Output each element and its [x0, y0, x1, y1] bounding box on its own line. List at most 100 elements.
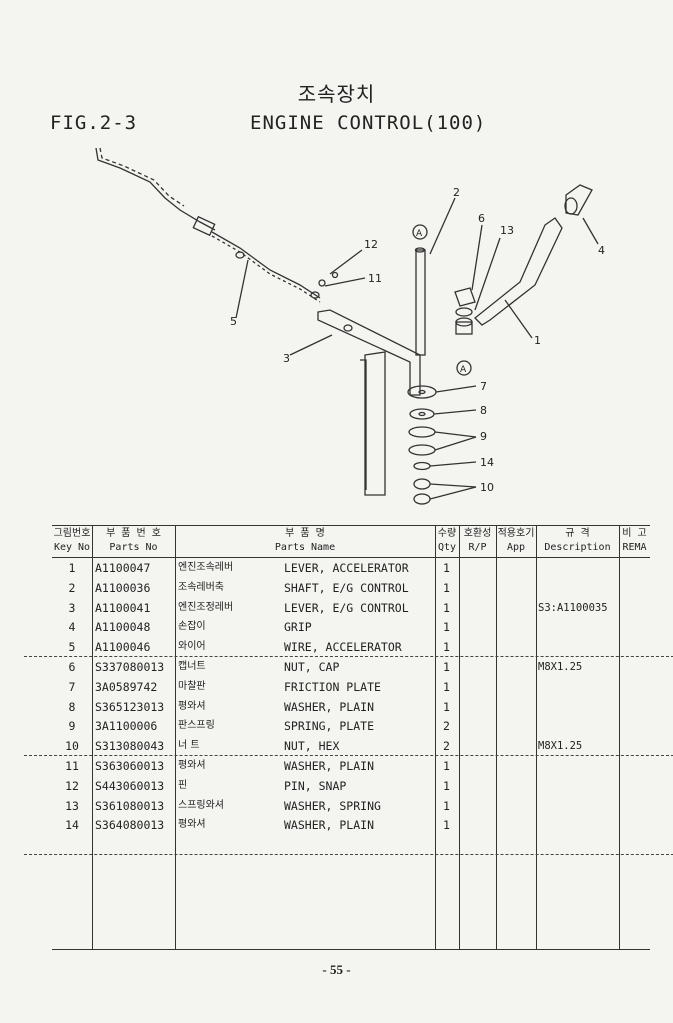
cell-qty: 1 [443, 600, 450, 615]
cell-key: 14 [65, 818, 79, 833]
cell-name: NUT, HEX [284, 739, 340, 754]
page-title: ENGINE CONTROL(100) [250, 112, 487, 134]
cell-name: SHAFT, E/G CONTROL [284, 580, 409, 595]
cell-key: 4 [68, 620, 76, 635]
cell-part-no: A1100041 [95, 600, 151, 615]
reference-a-top-label: A [416, 229, 423, 239]
control-shaft [415, 249, 426, 356]
cell-qty: 1 [443, 759, 450, 773]
cell-name: WIRE, ACCELERATOR [284, 640, 402, 655]
cell-qty: 2 [443, 739, 450, 754]
accelerator-wire-rod [95, 147, 216, 231]
cell-key: 5 [68, 640, 76, 655]
cell-part-no: A1100047 [95, 561, 151, 575]
cell-name: FRICTION PLATE [284, 679, 381, 694]
cell-key: 2 [68, 580, 76, 595]
table-row: 3 A1100041 엔진조정레버 LEVER, E/G CONTROL 1 S3:A11… [52, 598, 650, 618]
cell-key: 9 [68, 719, 76, 734]
cell-key: 7 [68, 679, 76, 694]
cell-part-no: S337080013 [95, 660, 165, 674]
cell-qty: 1 [443, 778, 450, 793]
plate-spring-2 [408, 444, 436, 456]
cell-kor: 손잡이 [178, 621, 206, 633]
cell-kor: 평와셔 [178, 700, 206, 712]
figure-label: FIG.2-3 [50, 112, 138, 134]
cell-kor: 조속레버축 [178, 581, 224, 593]
cell-qty: 1 [443, 620, 450, 635]
cell-name: WASHER, SPRING [284, 798, 381, 813]
reference-a-top [412, 224, 428, 240]
cell-part-no: S365123013 [95, 699, 165, 714]
cell-qty: 1 [443, 798, 450, 813]
hex-nut-2 [413, 493, 431, 505]
table-row: 2 A1100036 조속레버축 SHAFT, E/G CONTROL 1 [52, 578, 650, 598]
cell-part-no: 3A0589742 [95, 679, 158, 694]
cell-part-no: S363060013 [95, 759, 165, 773]
cell-key: 12 [65, 778, 79, 793]
cell-name: LEVER, E/G CONTROL [284, 600, 409, 615]
cell-qty: 1 [443, 580, 450, 595]
cell-key: 3 [68, 600, 76, 615]
control-lever-plate [317, 309, 421, 396]
cell-kor: 판스프링 [178, 720, 215, 732]
cell-kor: 스프링와셔 [178, 799, 224, 811]
callout-13: 13 [500, 224, 514, 237]
callout-12: 12 [364, 238, 378, 251]
cell-qty: 2 [443, 719, 450, 734]
cell-kor: 엔진조속레버 [178, 562, 234, 573]
cell-desc: M8X1.25 [538, 740, 583, 753]
cell-qty: 1 [443, 561, 450, 575]
cell-kor: 평와셔 [178, 760, 206, 771]
hex-nut-1 [413, 478, 431, 490]
cell-key: 11 [65, 759, 79, 773]
cell-part-no: S313080043 [95, 739, 165, 754]
callout-2: 2 [453, 186, 460, 199]
cell-name: SPRING, PLATE [284, 719, 375, 734]
cell-part-no: A1100036 [95, 580, 151, 595]
cell-name: WASHER, PLAIN [284, 699, 375, 714]
reference-a-bottom-label: A [460, 365, 467, 375]
table-row: 4 A1100048 손잡이 GRIP 1 [52, 617, 650, 637]
callout-1: 1 [534, 334, 541, 347]
cell-part-no: S361080013 [95, 798, 165, 813]
cell-kor: 와이어 [178, 641, 206, 653]
cell-kor: 마찰판 [178, 680, 206, 692]
cell-name: GRIP [284, 620, 312, 635]
callout-9: 9 [480, 430, 487, 443]
cell-kor: 핀 [178, 779, 188, 791]
cell-qty: 1 [443, 818, 450, 833]
friction-plate [407, 385, 437, 399]
cell-desc: S3:A1100035 [538, 601, 608, 614]
callout-10: 10 [480, 481, 494, 494]
cell-part-no: A1100046 [95, 640, 151, 655]
cell-kor: 엔진조정레버 [178, 601, 234, 613]
callout-6: 6 [478, 212, 485, 225]
cell-key: 8 [68, 699, 76, 714]
cell-part-no: S443060013 [95, 778, 165, 793]
page-number: - 55 - [322, 962, 351, 977]
cell-part-no: A1100048 [95, 620, 151, 635]
callout-8: 8 [480, 404, 487, 417]
cell-key: 1 [68, 561, 76, 575]
cell-key: 6 [68, 660, 76, 674]
cell-key: 10 [65, 739, 79, 754]
callout-3: 3 [283, 352, 290, 365]
cell-name: NUT, CAP [284, 660, 340, 674]
